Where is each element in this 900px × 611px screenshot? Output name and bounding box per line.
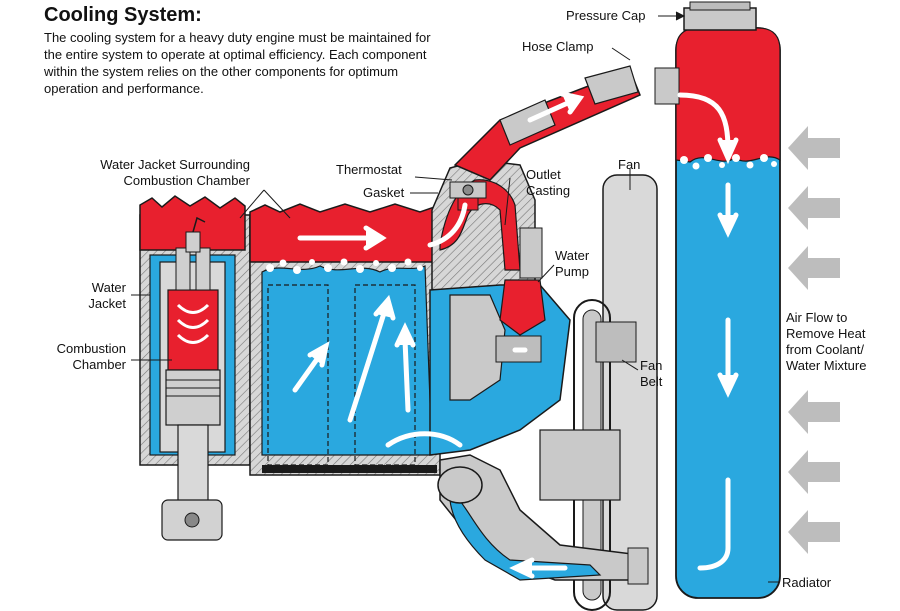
combustion-chamber-assembly (149, 216, 236, 541)
thermostat-housing (431, 65, 641, 291)
coolant-foam (266, 258, 423, 274)
radiator (654, 1, 781, 599)
label-water-pump: Water Pump (555, 248, 590, 279)
label-combustion-chamber: Combustion Chamber (56, 341, 126, 372)
lower-hose (437, 454, 649, 585)
label-fan-belt: Fan Belt (640, 358, 663, 389)
radiator-foam (680, 154, 777, 170)
coolant-flow-arrows (292, 91, 739, 579)
label-hose-clamp: Hose Clamp (522, 39, 594, 54)
intro-paragraph: The cooling system for a heavy duty engi… (44, 30, 431, 96)
label-outlet-casting: Outlet Casting (526, 167, 571, 198)
water-pump (429, 227, 571, 456)
label-fan: Fan (618, 157, 641, 172)
label-water-jacket-surrounding: Water Jacket Surrounding Combustion Cham… (100, 157, 250, 188)
label-pressure-cap: Pressure Cap (566, 8, 646, 23)
label-water-jacket: Water Jacket (88, 280, 126, 311)
page-title: Cooling System: (44, 4, 202, 26)
fan-assembly (539, 174, 658, 611)
label-gasket: Gasket (363, 185, 405, 200)
label-radiator: Radiator (782, 575, 832, 590)
air-flow-arrows (788, 126, 840, 554)
label-thermostat: Thermostat (336, 162, 402, 177)
label-air-flow: Air Flow to Remove Heat from Coolant/ Wa… (786, 310, 867, 373)
leader-lines (131, 11, 780, 583)
